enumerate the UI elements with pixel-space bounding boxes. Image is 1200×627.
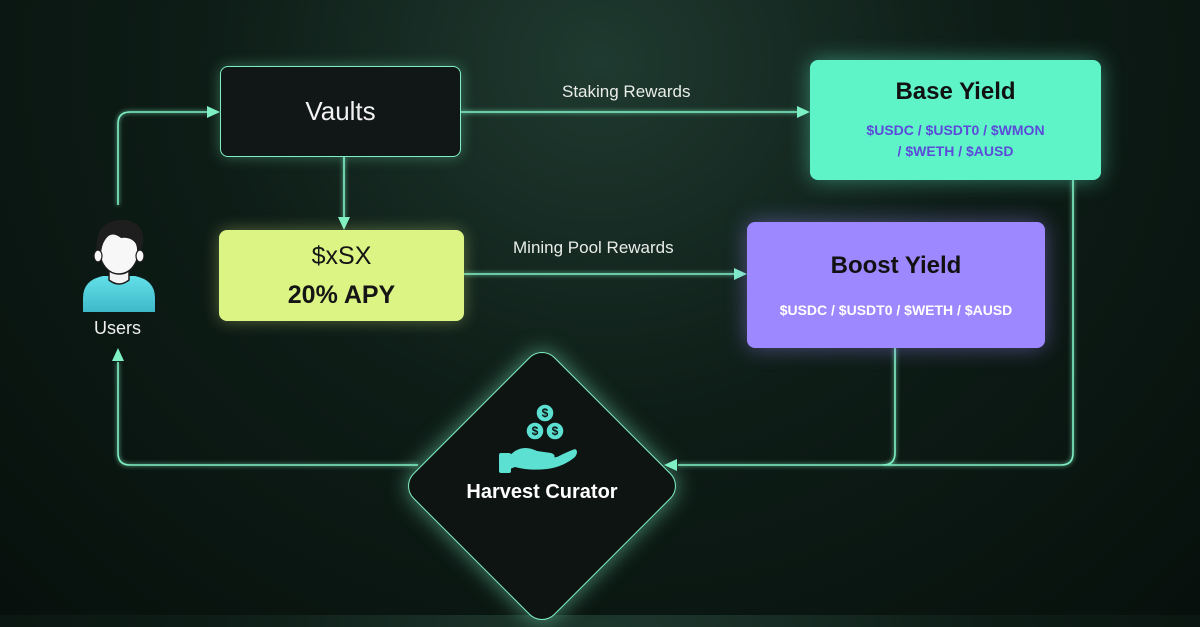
- svg-text:$: $: [542, 406, 549, 420]
- curator-to-users-line: [117, 362, 418, 466]
- base-yield-title: Base Yield: [895, 78, 1016, 105]
- hand-coins-icon: $ $ $: [499, 403, 577, 473]
- xsx-node: $xSX 20% APY: [219, 230, 464, 321]
- base-yield-tokens-line1: $USDC / $USDT0 / $WMON: [866, 122, 1045, 138]
- boost-yield-tokens: $USDC / $USDT0 / $WETH / $AUSD: [779, 302, 1013, 318]
- arrowhead-users: [112, 348, 124, 361]
- arrowhead-xsx: [338, 217, 350, 230]
- mining-pool-rewards-label: Mining Pool Rewards: [513, 238, 674, 257]
- boost-yield-title: Boost Yield: [830, 252, 962, 279]
- boost-yield-node: Boost Yield $USDC / $USDT0 / $WETH / $AU…: [747, 222, 1045, 348]
- base-yield-tokens-line2: / $WETH / $AUSD: [897, 143, 1014, 159]
- vaults-node: Vaults: [220, 66, 461, 157]
- base-to-curator-line: [678, 180, 1074, 466]
- boost-to-curator-line: [882, 348, 896, 466]
- xsx-apy: 20% APY: [287, 280, 396, 309]
- arrowhead-vaults: [207, 106, 220, 118]
- users-to-vaults-line: [117, 111, 208, 205]
- svg-text:$: $: [532, 424, 539, 438]
- staking-rewards-label: Staking Rewards: [562, 82, 691, 101]
- xsx-label: $xSX: [311, 241, 372, 270]
- harvest-curator-label: Harvest Curator: [466, 481, 618, 503]
- base-yield-node: Base Yield $USDC / $USDT0 / $WMON / $WET…: [810, 60, 1101, 180]
- arrowhead-curator: [664, 459, 677, 471]
- user-icon: [83, 220, 155, 312]
- arrowhead-base: [797, 106, 810, 118]
- vaults-label: Vaults: [305, 96, 376, 126]
- arrowhead-boost: [734, 268, 747, 280]
- svg-text:$: $: [552, 424, 559, 438]
- users-label: Users: [94, 318, 142, 338]
